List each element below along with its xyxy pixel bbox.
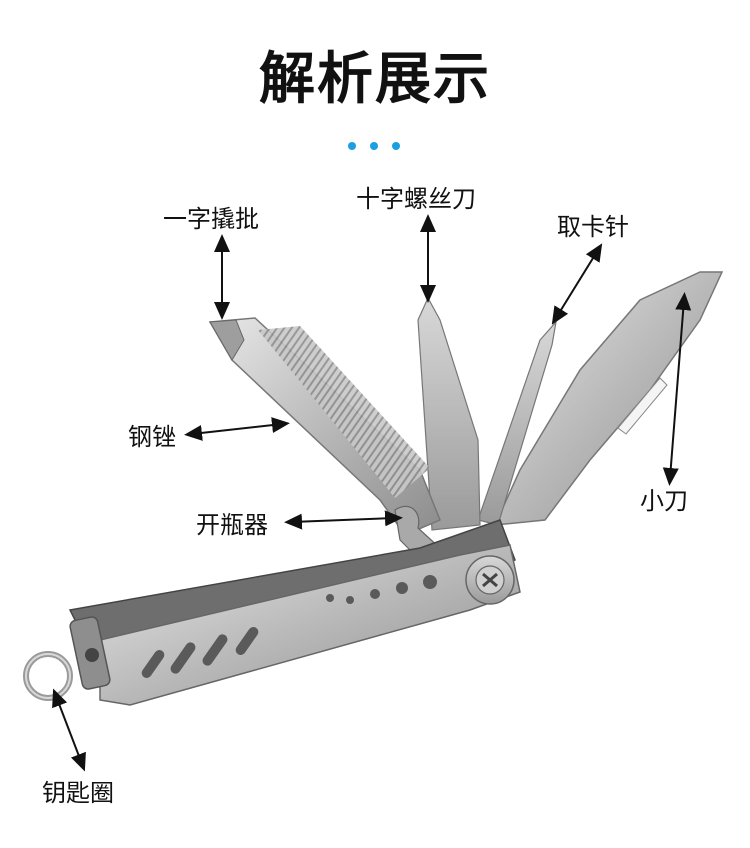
pivot-screw	[465, 555, 515, 605]
label-bottle-opener: 开瓶器	[196, 511, 268, 539]
annotation-arrows	[52, 214, 692, 772]
dot-3	[392, 142, 400, 150]
file-tool	[208, 317, 441, 536]
dot-2	[370, 142, 378, 150]
label-file: 钢锉	[128, 423, 176, 451]
label-key-ring: 钥匙圈	[42, 779, 114, 807]
dot-1	[348, 142, 356, 150]
decorative-dots	[348, 142, 408, 152]
file-teeth	[258, 326, 430, 498]
phillips-screwdriver-tool	[417, 296, 481, 531]
arrow-file	[184, 417, 290, 441]
label-phillips-screwdriver: 十字螺丝刀	[356, 185, 476, 213]
key-ring	[23, 616, 111, 701]
flat-screwdriver-tip	[209, 319, 245, 361]
label-flat-screwdriver: 一字撬批	[163, 205, 259, 233]
arrow-knife	[662, 292, 692, 486]
arrow-bottle-opener	[284, 510, 403, 530]
label-knife: 小刀	[640, 487, 688, 515]
arrow-key-ring	[52, 688, 86, 772]
arrow-sim-pin	[551, 243, 603, 325]
label-sim-pin: 取卡针	[557, 213, 629, 241]
page-title: 解析展示	[259, 47, 491, 112]
handle-slots	[141, 575, 437, 679]
